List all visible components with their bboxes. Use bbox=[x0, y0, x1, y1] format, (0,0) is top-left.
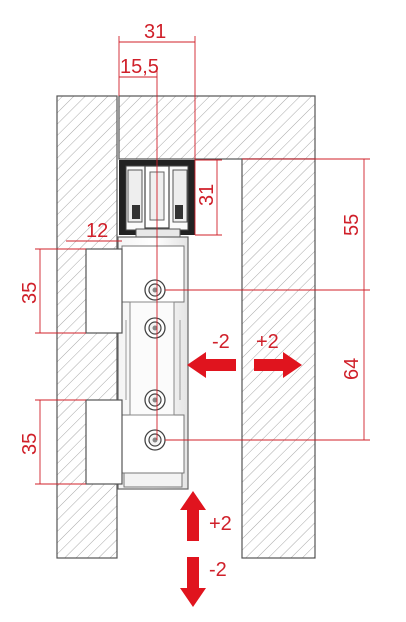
hinge-body bbox=[117, 236, 189, 490]
lower-leaf-plate bbox=[85, 399, 123, 485]
dimension-lines bbox=[35, 36, 370, 485]
dim-upper-offset: 55 bbox=[341, 214, 363, 236]
label-horizontal-minus: -2 bbox=[212, 331, 230, 353]
screw-upper-mid bbox=[144, 317, 166, 339]
dim-upper-leaf: 35 bbox=[19, 282, 41, 304]
label-vertical-plus: +2 bbox=[209, 513, 232, 535]
arrow-right-icon bbox=[254, 352, 302, 378]
dim-channel-height: 31 bbox=[196, 184, 218, 206]
dim-lower-leaf: 35 bbox=[19, 433, 41, 455]
label-vertical-minus: -2 bbox=[209, 559, 227, 581]
screw-top bbox=[144, 279, 166, 301]
dim-left-clearance: 12 bbox=[86, 220, 108, 242]
label-horizontal-plus: +2 bbox=[256, 331, 279, 353]
arrow-left-icon bbox=[187, 352, 236, 378]
dim-top-width: 31 bbox=[144, 21, 166, 43]
top-frame bbox=[118, 95, 316, 160]
arrow-down-icon bbox=[180, 557, 206, 607]
screw-bottom bbox=[144, 429, 166, 451]
screw-lower-mid bbox=[144, 389, 166, 411]
upper-leaf-plate bbox=[85, 248, 123, 334]
arrow-up-icon bbox=[180, 491, 206, 541]
door-leaf bbox=[241, 158, 316, 559]
dim-lower-offset: 64 bbox=[341, 358, 363, 380]
dim-top-half: 15,5 bbox=[120, 56, 159, 78]
